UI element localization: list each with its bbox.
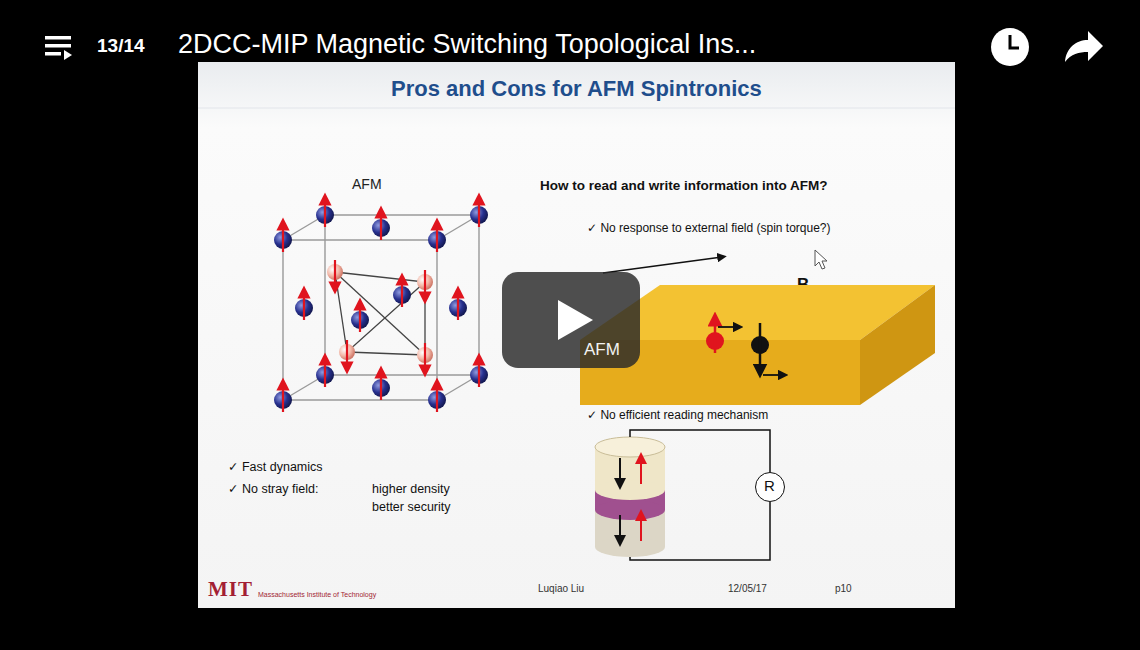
question-heading: How to read and write information into A… [540, 178, 828, 194]
video-title: 2DCC-MIP Magnetic Switching Topological … [178, 29, 756, 60]
resistor-label: R [764, 478, 775, 495]
field-arrow [603, 257, 722, 273]
page-number: p10 [835, 583, 852, 595]
author-name: Luqiao Liu [538, 583, 584, 595]
playlist-icon [45, 36, 72, 60]
institution-logo: MIT [208, 577, 253, 601]
resistor-circle: R [755, 472, 785, 502]
slide-background [198, 62, 955, 608]
circuit-wire [630, 430, 770, 560]
clock-icon [991, 28, 1029, 66]
block-label: AFM [584, 341, 620, 360]
slide-title: Pros and Cons for AFM Spintronics [391, 76, 762, 101]
institution-name: Massachusetts Institute of Technology [258, 591, 376, 599]
share-icon [1065, 31, 1103, 62]
afm-block-shape [578, 283, 938, 408]
crystal-label: AFM [352, 176, 382, 192]
playlist-counter: 13/14 [97, 35, 145, 57]
check-item: ✓ Fast dynamics [228, 460, 323, 474]
title-rule [198, 108, 955, 109]
note-text: higher density [372, 482, 450, 496]
crystal-lattice [274, 199, 488, 412]
check-item: ✓ No response to external field (spin to… [587, 222, 831, 236]
slide-date: 12/05/17 [728, 583, 767, 595]
check-item: ✓ No stray field: [228, 482, 318, 496]
afm-block: AFM [578, 283, 938, 408]
mouse-cursor [815, 250, 827, 269]
check-item: ✓ No efficient reading mechanism [587, 409, 768, 423]
junction-pillar [595, 437, 665, 557]
note-text: better security [372, 500, 451, 514]
